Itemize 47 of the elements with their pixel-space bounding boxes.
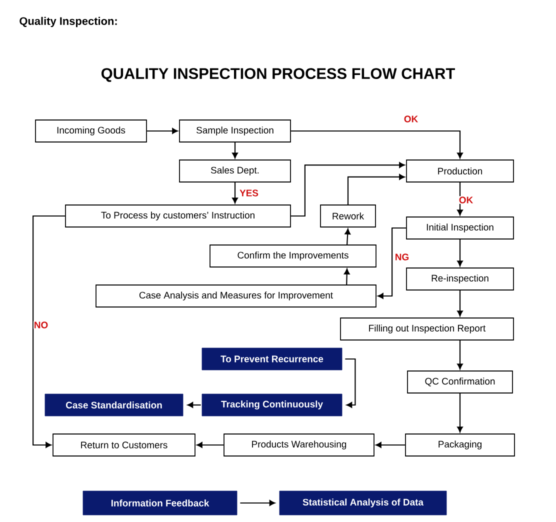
arrow	[240, 500, 276, 506]
highlight-box: Case Standardisation	[44, 394, 184, 416]
arrow	[345, 358, 356, 408]
process-box: Products Warehousing	[224, 434, 374, 456]
edge-label: OK	[403, 115, 419, 123]
edge-label: YES	[239, 189, 259, 197]
process-box: Re-inspection	[406, 268, 514, 290]
arrow	[347, 174, 405, 205]
process-box: Incoming Goods	[35, 120, 147, 142]
process-box: Confirm the Improvements	[210, 244, 376, 268]
arrow	[457, 182, 463, 216]
process-box: Packaging	[405, 434, 515, 456]
page-label: Quality Inspection:	[20, 16, 117, 28]
process-box: Production	[406, 160, 514, 182]
highlight-box: To Prevent Recurrence	[202, 348, 342, 370]
arrow	[290, 130, 463, 158]
process-box: Initial Inspection	[406, 216, 514, 240]
process-box: QC Confirmation	[407, 370, 513, 394]
highlight-box: Statistical Analysis of Data	[279, 490, 447, 516]
edge-label: NG	[394, 253, 410, 261]
arrow	[232, 142, 238, 158]
arrow	[378, 227, 406, 299]
arrow	[232, 182, 238, 204]
arrow	[376, 442, 406, 448]
arrow	[344, 268, 350, 285]
process-box: Sample Inspection	[179, 120, 291, 142]
chart-title: QUALITY INSPECTION PROCESS FLOW CHART	[102, 68, 455, 82]
arrow	[196, 442, 224, 448]
arrow	[457, 393, 463, 432]
arrow	[457, 290, 463, 316]
arrow	[187, 402, 201, 408]
arrow	[290, 162, 405, 217]
highlight-box: Information Feedback	[82, 490, 238, 516]
highlight-box: Tracking Continuously	[202, 394, 342, 416]
process-box: Filling out Inspection Report	[340, 318, 514, 340]
arrow	[146, 128, 178, 134]
process-box: Case Analysis and Measures for Improvement	[96, 284, 376, 308]
arrow	[32, 215, 66, 448]
process-box: Rework	[320, 204, 376, 228]
process-box: To Process by customers’ Instruction	[65, 204, 291, 228]
edge-label: NO	[33, 321, 49, 329]
arrow	[457, 340, 463, 370]
edge-label: OK	[458, 196, 474, 204]
arrow	[344, 228, 351, 245]
arrow	[457, 239, 463, 266]
process-box: Sales Dept.	[179, 160, 291, 182]
process-box: Return to Customers	[52, 434, 196, 456]
